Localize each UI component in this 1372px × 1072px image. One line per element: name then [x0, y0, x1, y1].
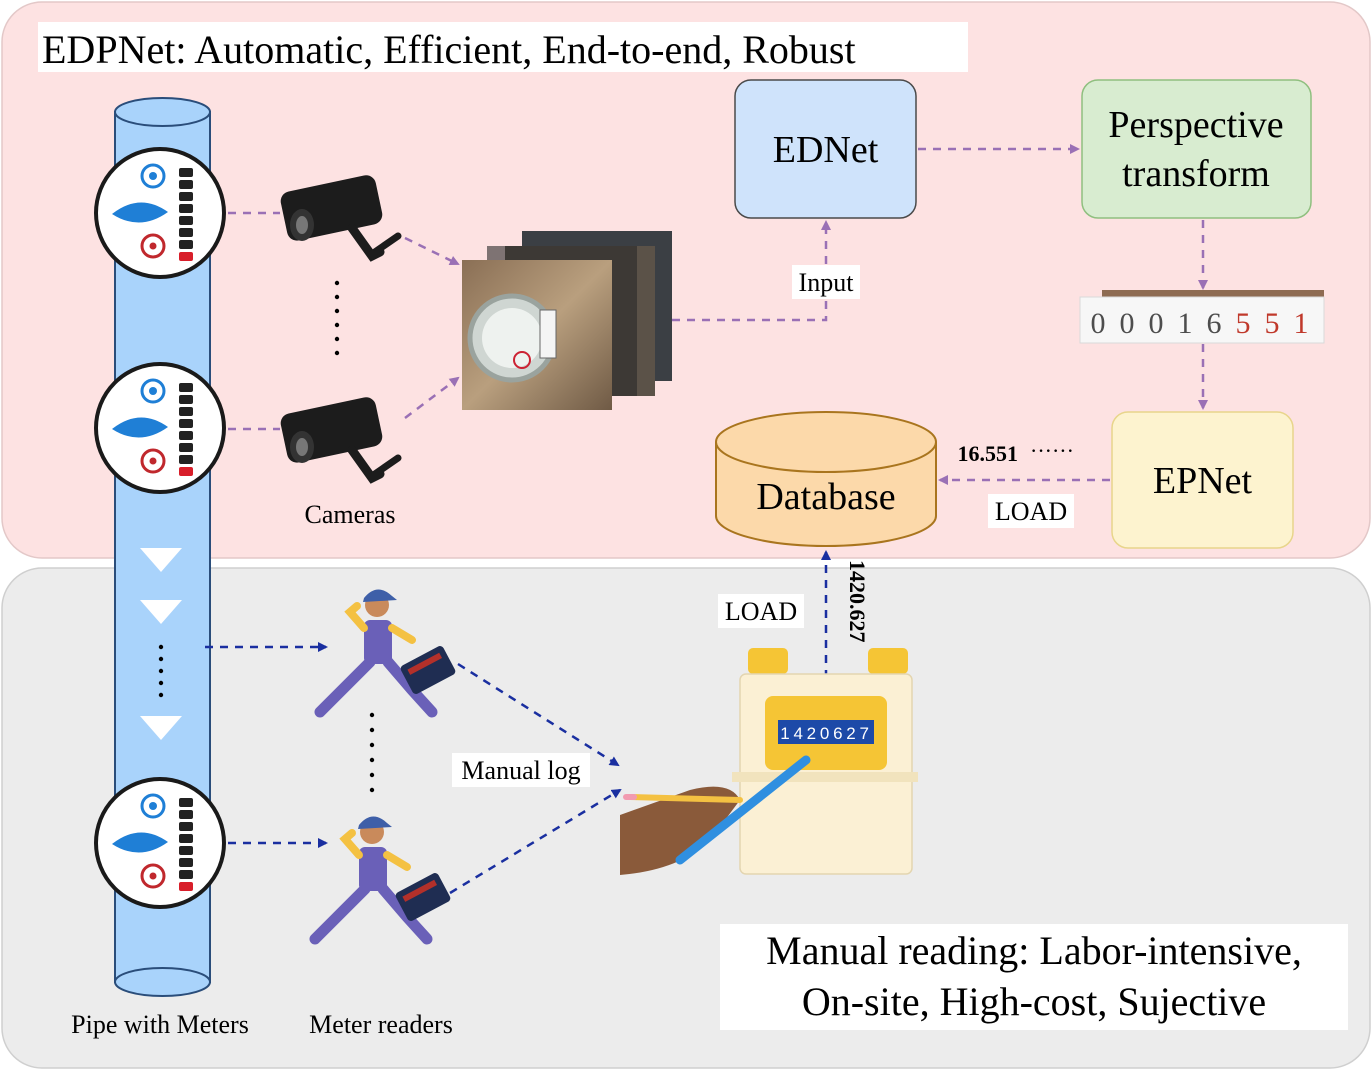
- crop-digit: 0: [1149, 307, 1164, 340]
- flow-arrow-icon: [140, 600, 182, 624]
- crop-digit: 1: [1178, 307, 1193, 340]
- load-top-label: LOAD: [995, 497, 1067, 526]
- hand-writing-icon: [620, 755, 811, 875]
- ednet-label: EDNet: [773, 129, 879, 171]
- pipe-label: Pipe with Meters: [71, 1010, 249, 1039]
- water-meter-icon: [94, 777, 226, 909]
- gas-meter-digit: 2: [807, 724, 816, 743]
- epnet-value-ellipsis: ······: [1030, 438, 1074, 463]
- cameras-label: Cameras: [305, 500, 396, 529]
- edge-reader1-log: [457, 662, 620, 767]
- readers-label: Meter readers: [309, 1010, 453, 1039]
- crop-digit: 5: [1236, 307, 1251, 340]
- meter-reader-icon: [309, 816, 451, 945]
- gas-meter-digit: 6: [833, 724, 842, 743]
- water-meter-icon: [94, 147, 226, 279]
- edge-camera1-photos: [404, 236, 460, 266]
- perspective-transform-node: [1081, 79, 1312, 219]
- meter-reader-icon: [314, 589, 456, 718]
- reader-ellipsis: [369, 712, 375, 793]
- edge-photos-ednet: [672, 220, 831, 322]
- epnet-node: [1111, 411, 1294, 549]
- top-panel-title: EDPNet: Automatic, Efficient, End-to-end…: [42, 27, 856, 72]
- crop-digit: 0: [1120, 307, 1135, 340]
- crop-digit: 1: [1294, 307, 1309, 340]
- water-meter-icon: [94, 362, 226, 494]
- manual-log-label-bg: [452, 753, 590, 787]
- manual-pipeline-edges: [205, 550, 831, 895]
- ednet-node: [734, 79, 917, 219]
- flow-arrow-icon: [140, 716, 182, 740]
- crop-digit: 0: [1091, 307, 1106, 340]
- edge-camera2-photos: [404, 376, 460, 419]
- crop-digit: 5: [1265, 307, 1280, 340]
- load-top-label-bg: [988, 494, 1074, 528]
- gas-meter-digit: 0: [820, 724, 829, 743]
- camera-icon: [280, 175, 402, 262]
- manual-value-label: 1420.627: [845, 560, 870, 643]
- perspective-label-line2: transform: [1122, 153, 1270, 195]
- perspective-label-line1: Perspective: [1108, 104, 1283, 146]
- crop-digit: 6: [1207, 307, 1222, 340]
- gas-meter-digit: 2: [846, 724, 855, 743]
- top-title-bg: [38, 22, 968, 72]
- edge-reader2-log: [449, 788, 622, 895]
- gas-meter-digit: 7: [859, 724, 868, 743]
- gas-meter-digit: 4: [793, 724, 802, 743]
- epnet-value-label: 16.551: [958, 441, 1019, 466]
- database-label: Database: [756, 476, 895, 518]
- flow-arrow-icon: [140, 548, 182, 572]
- auto-pipeline-edges: [228, 144, 1208, 485]
- bottom-panel-title-line1: Manual reading: Labor-intensive,: [766, 928, 1302, 973]
- meter-photo-stack: [462, 231, 672, 410]
- input-label-bg: [792, 265, 860, 299]
- bottom-panel-title-line2: On-site, High-cost, Sujective: [802, 979, 1266, 1024]
- bottom-title-bg: [720, 924, 1348, 1030]
- database-node: [715, 411, 937, 547]
- camera-icon: [280, 397, 402, 484]
- camera-ellipsis: [334, 280, 340, 356]
- load-bottom-label-bg: [718, 594, 804, 628]
- gas-meter-digit: 1: [780, 724, 789, 743]
- epnet-label: EPNet: [1153, 460, 1253, 502]
- load-bottom-label: LOAD: [725, 597, 797, 626]
- pipe-ellipsis: [158, 644, 164, 698]
- input-label: Input: [799, 268, 855, 297]
- manual-log-label: Manual log: [461, 756, 580, 785]
